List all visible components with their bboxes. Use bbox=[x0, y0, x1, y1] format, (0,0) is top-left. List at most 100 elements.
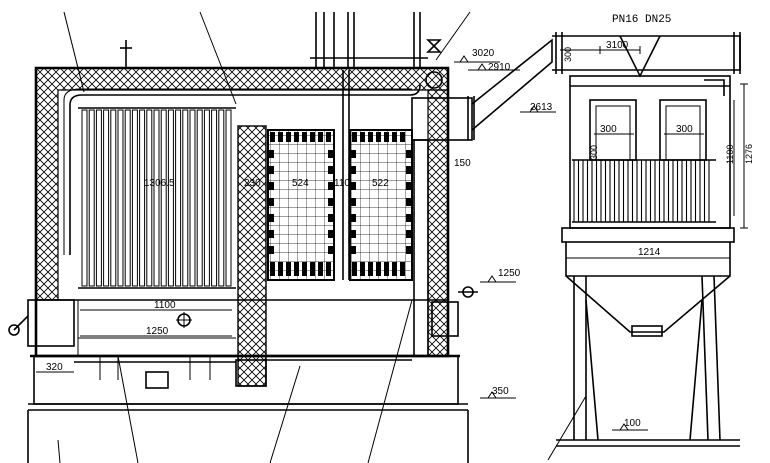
tube bbox=[189, 109, 196, 287]
side-block bbox=[351, 198, 356, 206]
header-block bbox=[384, 132, 389, 142]
dimension-labels: PN16 DN25 3020 2910 2613 3100 300 300 30… bbox=[46, 14, 754, 429]
dim-150: 150 bbox=[454, 158, 471, 169]
side-block bbox=[406, 198, 411, 206]
header-block bbox=[376, 132, 381, 142]
side-block bbox=[406, 230, 411, 238]
hopper bbox=[565, 242, 731, 333]
tube bbox=[131, 109, 138, 287]
header-block bbox=[326, 262, 331, 276]
side-block bbox=[328, 150, 333, 158]
dim-320: 320 bbox=[46, 362, 63, 373]
header-block bbox=[368, 132, 373, 142]
header-pipe bbox=[69, 84, 421, 255]
side-block bbox=[328, 246, 333, 254]
tube bbox=[139, 109, 146, 287]
tube bbox=[203, 109, 210, 287]
dust-collector bbox=[547, 75, 740, 461]
outlet-box bbox=[411, 97, 473, 141]
header-block bbox=[400, 132, 405, 142]
header-block bbox=[400, 262, 405, 276]
side-block bbox=[328, 230, 333, 238]
header-block bbox=[310, 262, 315, 276]
header-block bbox=[310, 132, 315, 142]
side-block bbox=[328, 166, 333, 174]
side-block bbox=[351, 230, 356, 238]
dim-1100-vert: 1100 bbox=[725, 145, 735, 164]
tube bbox=[117, 109, 124, 287]
tube bbox=[167, 109, 174, 287]
tube bbox=[225, 109, 232, 287]
valve-handwheel-left bbox=[8, 324, 20, 336]
header-block bbox=[326, 132, 331, 142]
dim-3020: 3020 bbox=[472, 48, 495, 59]
header-block bbox=[360, 262, 365, 276]
insulation-right bbox=[427, 89, 449, 357]
tube bbox=[211, 109, 218, 287]
header-block bbox=[294, 262, 299, 276]
dim-3100: 3100 bbox=[606, 40, 629, 51]
chamber-heads bbox=[269, 132, 411, 276]
header-block bbox=[294, 132, 299, 142]
header-block bbox=[352, 132, 357, 142]
tube bbox=[160, 109, 167, 287]
dim-1250-right: 1250 bbox=[498, 268, 521, 279]
side-block bbox=[351, 246, 356, 254]
tube-bank bbox=[81, 109, 232, 287]
dim-1306: 1306.5 bbox=[144, 178, 175, 189]
dim-1100: 1100 bbox=[154, 300, 176, 311]
side-block bbox=[269, 150, 274, 158]
tube bbox=[88, 109, 95, 287]
dim-350: 350 bbox=[492, 386, 509, 397]
filter-bags bbox=[573, 160, 710, 222]
header-block bbox=[318, 262, 323, 276]
dim-524: 524 bbox=[292, 178, 309, 189]
dim-1214: 1214 bbox=[638, 247, 661, 258]
header-block bbox=[278, 262, 283, 276]
dim-2613: 2613 bbox=[530, 102, 553, 113]
side-block bbox=[406, 166, 411, 174]
dimension-lines bbox=[36, 46, 748, 431]
header-block bbox=[368, 262, 373, 276]
side-block bbox=[406, 182, 411, 190]
side-block bbox=[328, 198, 333, 206]
side-block bbox=[406, 150, 411, 158]
boiler-body bbox=[8, 11, 478, 463]
divider-wall bbox=[237, 125, 267, 387]
header-block bbox=[286, 132, 291, 142]
header-block bbox=[352, 262, 357, 276]
side-block bbox=[328, 214, 333, 222]
dim-2910: 2910 bbox=[488, 62, 511, 73]
side-block bbox=[351, 182, 356, 190]
dim-1276: 1276 bbox=[744, 144, 754, 164]
tube bbox=[153, 109, 160, 287]
header-block bbox=[376, 262, 381, 276]
dim-230: 230 bbox=[244, 178, 261, 189]
dim-300-vert: 300 bbox=[589, 145, 599, 160]
side-block bbox=[269, 246, 274, 254]
side-block bbox=[406, 214, 411, 222]
side-block bbox=[406, 246, 411, 254]
header-block bbox=[302, 262, 307, 276]
dim-522: 522 bbox=[372, 178, 389, 189]
tube bbox=[175, 109, 182, 287]
side-block bbox=[351, 166, 356, 174]
header-block bbox=[302, 132, 307, 142]
tube bbox=[110, 109, 117, 287]
side-block bbox=[269, 166, 274, 174]
header-block bbox=[270, 132, 275, 142]
tube bbox=[103, 109, 110, 287]
dim-110: 110 bbox=[334, 178, 350, 189]
chamber-right bbox=[349, 129, 413, 281]
header-block bbox=[278, 132, 283, 142]
dim-1250: 1250 bbox=[146, 326, 169, 337]
header-block bbox=[286, 262, 291, 276]
tube bbox=[182, 109, 189, 287]
dim-100: 100 bbox=[624, 418, 641, 429]
tube bbox=[124, 109, 131, 287]
spec-label: PN16 DN25 bbox=[612, 14, 671, 26]
header-block bbox=[360, 132, 365, 142]
tube bbox=[218, 109, 225, 287]
side-block bbox=[351, 150, 356, 158]
